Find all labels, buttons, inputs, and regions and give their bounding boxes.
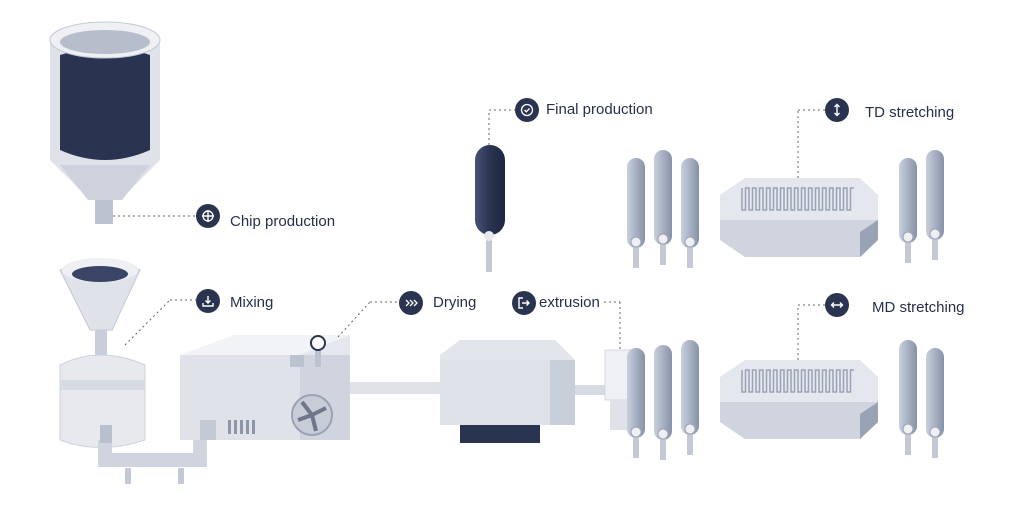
heat-waves-icon <box>399 291 423 315</box>
chip-production-label: Chip production <box>230 213 336 230</box>
roller <box>899 340 917 455</box>
vertical-arrows-icon <box>825 98 849 122</box>
horizontal-arrows-icon <box>825 293 849 317</box>
mixing-label: Mixing <box>230 294 274 311</box>
roller <box>926 348 944 458</box>
roller <box>627 158 645 268</box>
mixer <box>59 258 207 484</box>
extrusion-label: extrusion <box>539 294 600 311</box>
roller <box>627 348 645 458</box>
chip-hopper <box>49 21 161 224</box>
roller <box>654 345 672 460</box>
roller <box>899 158 917 263</box>
roller <box>926 150 944 260</box>
drying-label: Drying <box>433 294 477 311</box>
check-circle-icon <box>515 98 539 122</box>
md-stretcher <box>720 360 878 439</box>
td-stretching-label: TD stretching <box>865 104 955 121</box>
crosshair-icon <box>196 204 220 228</box>
exit-arrow-icon <box>512 291 536 315</box>
md-stretching-label: MD stretching <box>872 299 965 316</box>
final-production-label: Final production <box>546 101 653 118</box>
extruder <box>440 340 636 443</box>
final-roll <box>475 145 505 272</box>
roller <box>654 150 672 265</box>
roller-sets <box>627 150 944 460</box>
td-stretcher <box>720 178 878 257</box>
roller <box>681 158 699 268</box>
dryer <box>180 335 350 440</box>
roller <box>681 340 699 455</box>
download-tray-icon <box>196 289 220 313</box>
